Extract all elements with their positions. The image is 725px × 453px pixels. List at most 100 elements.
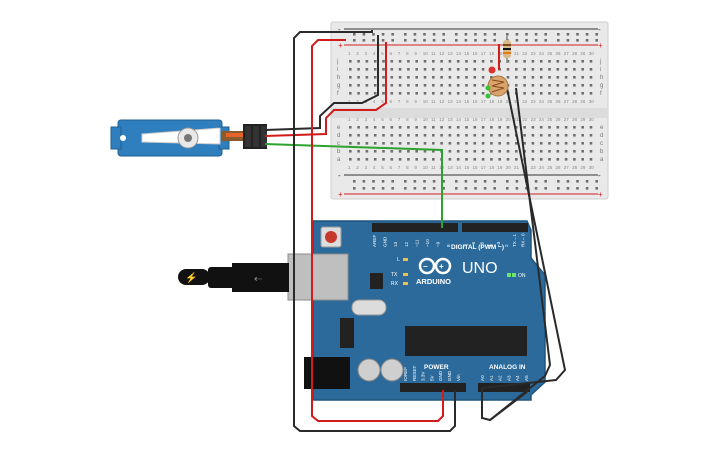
terminal-hole[interactable] bbox=[448, 92, 452, 95]
terminal-hole[interactable] bbox=[357, 92, 360, 95]
terminal-hole[interactable] bbox=[398, 126, 402, 129]
terminal-hole[interactable] bbox=[373, 134, 377, 137]
terminal-hole[interactable] bbox=[423, 60, 427, 63]
terminal-hole[interactable] bbox=[382, 84, 385, 87]
terminal-hole[interactable] bbox=[548, 92, 551, 95]
rail-hole[interactable] bbox=[525, 187, 528, 190]
terminal-hole[interactable] bbox=[498, 150, 501, 153]
terminal-hole[interactable] bbox=[373, 76, 377, 79]
terminal-hole[interactable] bbox=[531, 150, 535, 153]
rail-hole[interactable] bbox=[455, 33, 458, 36]
terminal-hole[interactable] bbox=[357, 134, 360, 137]
terminal-hole[interactable] bbox=[573, 126, 576, 129]
terminal-hole[interactable] bbox=[407, 134, 410, 137]
terminal-hole[interactable] bbox=[481, 134, 485, 137]
rail-hole[interactable] bbox=[474, 187, 477, 190]
terminal-hole[interactable] bbox=[390, 158, 394, 161]
terminal-hole[interactable] bbox=[432, 84, 435, 87]
rail-hole[interactable] bbox=[372, 180, 375, 183]
terminal-hole[interactable] bbox=[531, 68, 535, 71]
terminal-hole[interactable] bbox=[539, 92, 543, 95]
terminal-hole[interactable] bbox=[548, 76, 551, 79]
terminal-hole[interactable] bbox=[349, 134, 352, 137]
terminal-hole[interactable] bbox=[548, 158, 551, 161]
terminal-hole[interactable] bbox=[548, 68, 551, 71]
terminal-hole[interactable] bbox=[490, 142, 493, 145]
terminal-hole[interactable] bbox=[589, 134, 593, 137]
terminal-hole[interactable] bbox=[506, 142, 510, 145]
terminal-hole[interactable] bbox=[556, 60, 560, 63]
wire-a0-return[interactable] bbox=[489, 87, 552, 421]
terminal-hole[interactable] bbox=[398, 84, 402, 87]
terminal-hole[interactable] bbox=[440, 92, 443, 95]
terminal-hole[interactable] bbox=[465, 84, 468, 87]
terminal-hole[interactable] bbox=[432, 126, 435, 129]
terminal-hole[interactable] bbox=[365, 158, 369, 161]
terminal-hole[interactable] bbox=[382, 60, 385, 63]
rail-hole[interactable] bbox=[464, 180, 468, 183]
rail-hole[interactable] bbox=[362, 33, 366, 36]
terminal-hole[interactable] bbox=[589, 84, 593, 87]
rail-hole[interactable] bbox=[404, 39, 407, 42]
rail-hole[interactable] bbox=[483, 39, 487, 42]
terminal-hole[interactable] bbox=[490, 158, 493, 161]
terminal-hole[interactable] bbox=[515, 158, 518, 161]
terminal-hole[interactable] bbox=[523, 142, 526, 145]
rail-hole[interactable] bbox=[585, 180, 589, 183]
terminal-hole[interactable] bbox=[349, 68, 352, 71]
terminal-hole[interactable] bbox=[490, 126, 493, 129]
terminal-hole[interactable] bbox=[523, 126, 526, 129]
terminal-hole[interactable] bbox=[481, 84, 485, 87]
terminal-hole[interactable] bbox=[365, 142, 369, 145]
rail-hole[interactable] bbox=[432, 187, 436, 190]
terminal-hole[interactable] bbox=[589, 92, 593, 95]
terminal-hole[interactable] bbox=[539, 68, 543, 71]
rail-hole[interactable] bbox=[566, 187, 570, 190]
terminal-hole[interactable] bbox=[573, 150, 576, 153]
rail-hole[interactable] bbox=[506, 187, 509, 190]
terminal-hole[interactable] bbox=[564, 126, 568, 129]
terminal-hole[interactable] bbox=[407, 84, 410, 87]
rail-hole[interactable] bbox=[595, 187, 598, 190]
terminal-hole[interactable] bbox=[349, 126, 352, 129]
terminal-hole[interactable] bbox=[407, 126, 410, 129]
rail-hole[interactable] bbox=[557, 187, 560, 190]
rail-hole[interactable] bbox=[353, 180, 356, 183]
terminal-hole[interactable] bbox=[365, 134, 369, 137]
terminal-hole[interactable] bbox=[349, 60, 352, 63]
terminal-hole[interactable] bbox=[556, 150, 560, 153]
terminal-hole[interactable] bbox=[589, 68, 593, 71]
terminal-hole[interactable] bbox=[548, 126, 551, 129]
terminal-hole[interactable] bbox=[357, 142, 360, 145]
terminal-hole[interactable] bbox=[373, 60, 377, 63]
terminal-hole[interactable] bbox=[531, 92, 535, 95]
rail-hole[interactable] bbox=[413, 39, 417, 42]
rail-hole[interactable] bbox=[566, 33, 570, 36]
terminal-hole[interactable] bbox=[382, 142, 385, 145]
rail-hole[interactable] bbox=[585, 33, 589, 36]
terminal-hole[interactable] bbox=[423, 126, 427, 129]
rail-hole[interactable] bbox=[391, 33, 394, 36]
terminal-hole[interactable] bbox=[407, 60, 410, 63]
terminal-hole[interactable] bbox=[448, 126, 452, 129]
terminal-hole[interactable] bbox=[523, 68, 526, 71]
rail-hole[interactable] bbox=[515, 180, 519, 183]
terminal-hole[interactable] bbox=[556, 126, 560, 129]
terminal-hole[interactable] bbox=[539, 84, 543, 87]
terminal-hole[interactable] bbox=[556, 142, 560, 145]
rail-hole[interactable] bbox=[362, 39, 366, 42]
rail-hole[interactable] bbox=[353, 39, 356, 42]
terminal-hole[interactable] bbox=[432, 134, 435, 137]
terminal-hole[interactable] bbox=[548, 134, 551, 137]
rail-hole[interactable] bbox=[493, 39, 496, 42]
rail-hole[interactable] bbox=[413, 187, 417, 190]
terminal-hole[interactable] bbox=[349, 92, 352, 95]
terminal-hole[interactable] bbox=[456, 126, 460, 129]
terminal-hole[interactable] bbox=[373, 158, 377, 161]
terminal-hole[interactable] bbox=[382, 126, 385, 129]
terminal-hole[interactable] bbox=[373, 68, 377, 71]
terminal-hole[interactable] bbox=[448, 134, 452, 137]
rail-hole[interactable] bbox=[381, 180, 385, 183]
rail-hole[interactable] bbox=[432, 180, 436, 183]
terminal-hole[interactable] bbox=[523, 92, 526, 95]
